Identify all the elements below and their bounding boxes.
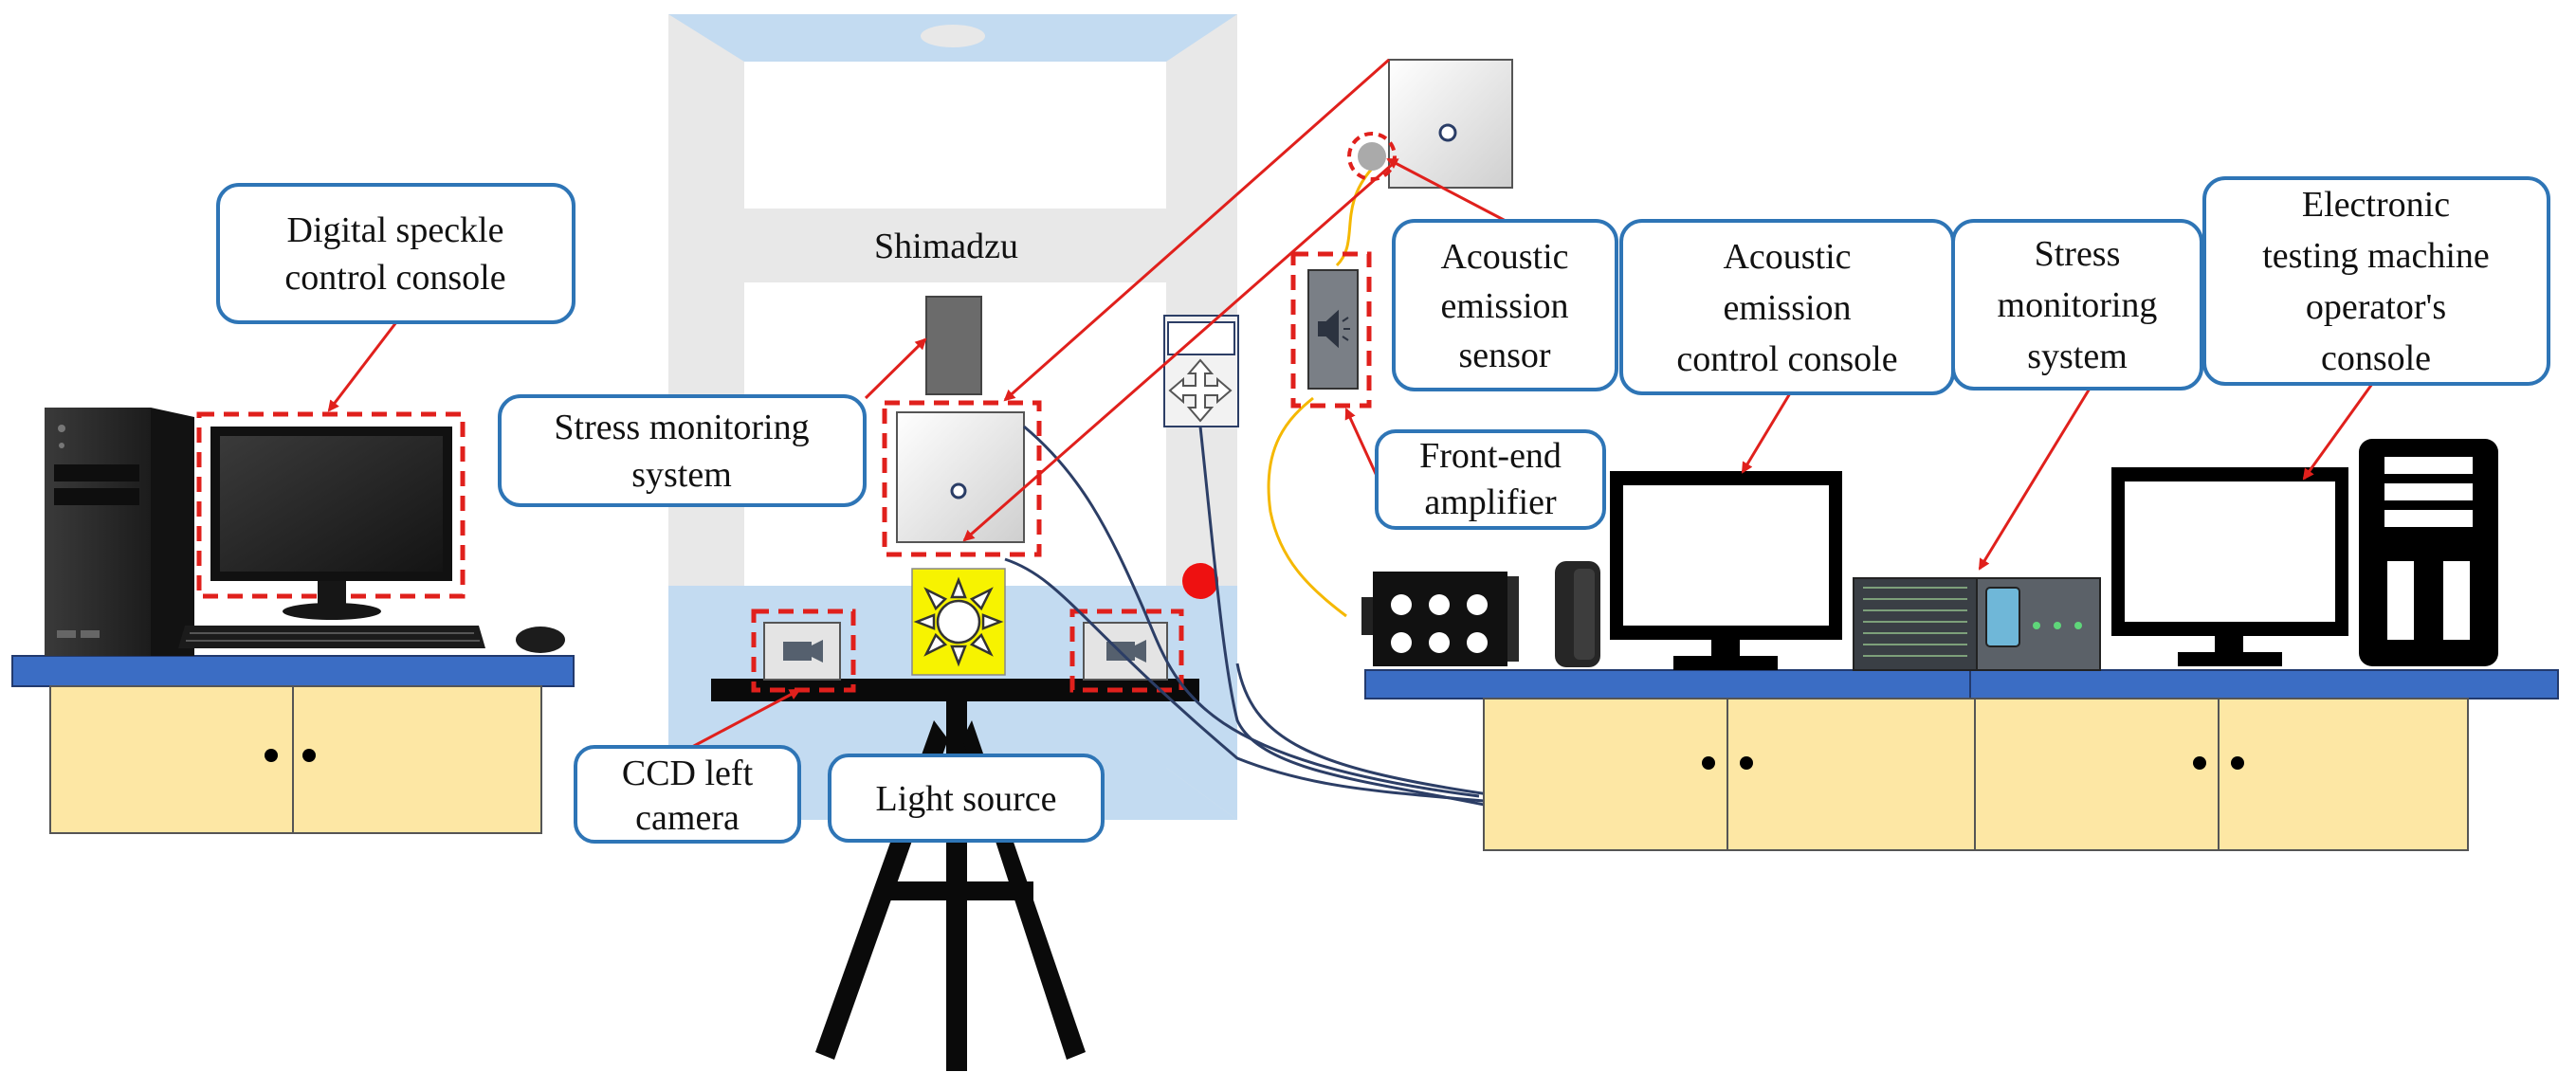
callout-text: emission — [1440, 286, 1568, 326]
operator-monitor — [2111, 467, 2348, 666]
pc-tower-left — [45, 408, 194, 656]
ae-monitor — [1610, 471, 1842, 670]
callout-text: control console — [1676, 339, 1897, 379]
cables — [1004, 168, 1489, 808]
callout-text: Acoustic — [1440, 237, 1568, 277]
callout-text: system — [631, 455, 732, 495]
ccd-left-camera — [751, 609, 856, 693]
camera-icon — [783, 640, 823, 663]
callout-text: camera — [635, 798, 740, 838]
ccd-right-camera — [1069, 609, 1184, 693]
sun-icon — [913, 576, 1004, 667]
callout-electronic-testing-machine: Electronic testing machine operator's co… — [2202, 176, 2550, 386]
operator-pc-tower — [2359, 439, 2498, 666]
callout-text: system — [2027, 336, 2128, 376]
callout-text: Stress — [2035, 234, 2121, 274]
callout-ae-console: Acoustic emission control console — [1619, 219, 1955, 395]
stress-monitoring-rack — [1853, 577, 2101, 671]
callout-ae-sensor: Acoustic emission sensor — [1392, 219, 1618, 391]
callout-stress-monitoring-left: Stress monitoring system — [498, 394, 867, 507]
callout-text: sensor — [1458, 336, 1550, 375]
ae-acquisition-box — [1361, 572, 1519, 666]
right-desk — [1364, 669, 2559, 851]
keyboard — [178, 626, 485, 648]
specimen — [896, 411, 1025, 543]
speaker-icon — [1318, 309, 1350, 349]
specimen-dashed-box — [882, 400, 1042, 557]
mouse — [516, 627, 565, 653]
callout-text: Front-end — [1419, 436, 1562, 476]
callout-text: amplifier — [1424, 482, 1557, 522]
callout-text: operator's — [2306, 287, 2446, 327]
callout-light-source: Light source — [828, 754, 1105, 843]
callout-text: console — [2321, 338, 2431, 378]
callout-text: testing machine — [2262, 236, 2490, 276]
status-marker — [1182, 563, 1218, 599]
light-source — [911, 568, 1006, 676]
digital-speckle-monitor — [196, 411, 466, 620]
callout-text: monitoring — [1998, 285, 2158, 325]
load-cell — [925, 296, 982, 395]
callout-text: Electronic — [2302, 185, 2450, 225]
left-desk — [11, 655, 575, 834]
callout-text: Acoustic — [1723, 237, 1851, 277]
ae-sensor-plate — [1388, 59, 1513, 189]
callout-text: Light source — [875, 779, 1056, 819]
callout-digital-speckle: Digital speckle control console — [216, 183, 575, 324]
specimen-hole — [950, 482, 967, 500]
callout-ccd-left-camera: CCD left camera — [574, 745, 801, 844]
ae-small-device — [1555, 561, 1600, 667]
callout-text: Stress monitoring — [554, 408, 809, 447]
shimadzu-label: Shimadzu — [874, 227, 1018, 266]
callout-text: control console — [284, 258, 505, 298]
callout-stress-monitoring-right: Stress monitoring system — [1951, 219, 2203, 391]
ae-sensor — [1347, 132, 1397, 181]
front-end-amplifier — [1290, 251, 1372, 409]
machine-control-box — [1163, 315, 1239, 427]
callout-text: emission — [1723, 288, 1851, 328]
callout-text: Digital speckle — [287, 210, 504, 250]
callout-text: CCD left — [622, 754, 754, 793]
move-arrows-icon — [1168, 358, 1233, 423]
annotation-arrows — [327, 58, 2374, 749]
callout-front-end-amplifier: Front-end amplifier — [1375, 429, 1606, 530]
